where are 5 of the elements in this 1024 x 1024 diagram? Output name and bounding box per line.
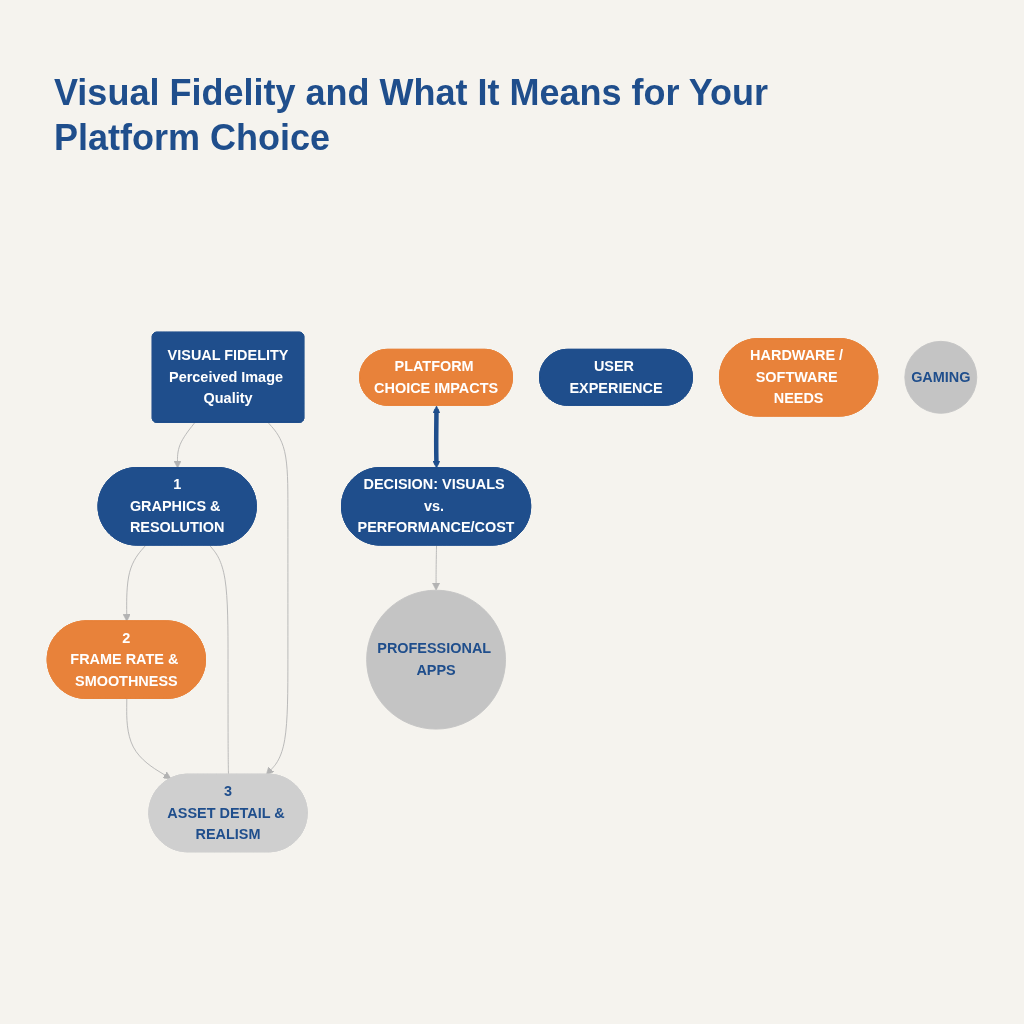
title: Visual Fidelity and What It Means for Your Platform Choice: [54, 71, 770, 160]
arrow: [432, 405, 441, 469]
node-circle: GAMING: [904, 340, 978, 414]
connector: [209, 545, 229, 776]
node-circle: PROFESSIONAL APPS: [366, 589, 506, 730]
